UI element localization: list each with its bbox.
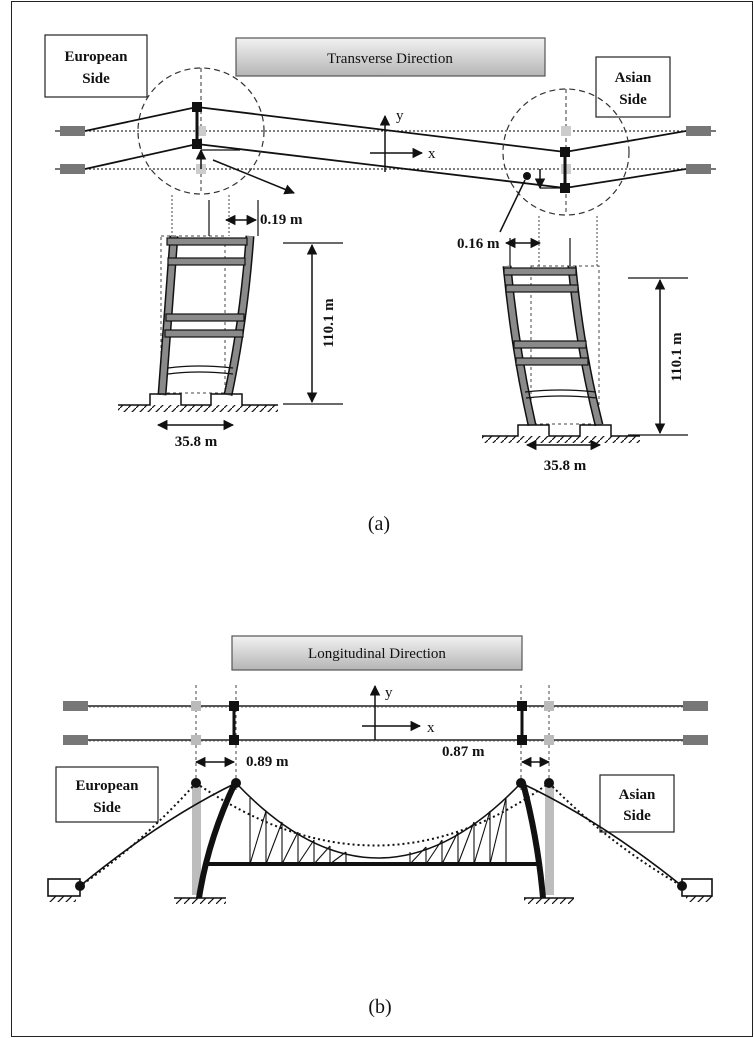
panel-a-asian-label-1: Asian xyxy=(615,70,652,86)
panel-b-european-offset: 0.89 m xyxy=(246,754,289,770)
panel-b-asian-label-2: Side xyxy=(623,808,651,824)
panel-b-title: Longitudinal Direction xyxy=(308,646,446,662)
panel-a-deformed-cable-bottom xyxy=(84,143,687,189)
panel-a-asian-tower xyxy=(482,216,640,443)
panel-b-hangers xyxy=(249,797,507,865)
panel-b-asian-box xyxy=(599,774,675,833)
panel-a-european-pointer xyxy=(212,159,295,195)
panel-b-longitudinal: Longitudinal Direction European Side Asi… xyxy=(47,635,713,1018)
panel-a-deformed-cable-top xyxy=(84,106,687,153)
panel-b-axis-y-label: y xyxy=(385,685,393,701)
panel-a-asian-width: 35.8 m xyxy=(544,458,587,474)
panel-a-asian-detail-circle xyxy=(502,88,630,216)
panel-a-asian-box xyxy=(595,56,671,118)
panel-b-european-label-2: Side xyxy=(93,800,121,816)
panel-a-european-width: 35.8 m xyxy=(175,434,218,450)
panel-a-anchor-left-bottom xyxy=(60,164,85,174)
panel-a-european-box xyxy=(44,34,148,98)
panel-b-axis-x-label: x xyxy=(427,720,435,736)
panel-b-caption: (b) xyxy=(368,996,391,1018)
panel-a-asian-pointer xyxy=(499,179,526,233)
panel-b-original-tower-left xyxy=(192,785,201,895)
panel-a-anchor-left-top xyxy=(60,126,85,136)
panel-a-european-label-1: European xyxy=(64,49,128,65)
panel-b-asian-offset: 0.87 m xyxy=(442,744,485,760)
panel-b-deformed-tower-right xyxy=(520,782,546,899)
panel-b-original-tower-right xyxy=(545,785,554,895)
panel-a-caption: (a) xyxy=(368,513,390,535)
panel-b-main-span-cable xyxy=(235,782,522,859)
panel-a-title: Transverse Direction xyxy=(327,51,453,67)
panel-a-european-detail-circle xyxy=(137,67,265,195)
panel-a-anchor-right-top xyxy=(686,126,711,136)
panel-a-asian-label-2: Side xyxy=(619,92,647,108)
panel-a-asian-offset: 0.16 m xyxy=(457,236,500,252)
panel-a-asian-height: 110.1 m xyxy=(669,332,685,382)
panel-b-title-box xyxy=(231,635,523,671)
panel-b-anchorage-left xyxy=(47,878,81,897)
panel-b-european-label-1: European xyxy=(75,778,139,794)
panel-a-anchor-right-bottom xyxy=(686,164,711,174)
panel-a-european-offset: 0.19 m xyxy=(260,212,303,228)
panel-b-deformed-tower-left xyxy=(196,781,238,899)
panel-a-title-box xyxy=(235,37,546,77)
panel-a-european-tower xyxy=(118,195,278,412)
panel-a-axis-x-label: x xyxy=(428,146,436,162)
panel-a-transverse: Transverse Direction European Side Asian… xyxy=(44,34,716,535)
panel-b-european-box xyxy=(55,766,159,823)
panel-a-axis-y-label: y xyxy=(396,108,404,124)
panel-a-european-height: 110.1 m xyxy=(321,298,337,348)
panel-b-asian-label-1: Asian xyxy=(619,787,656,803)
panel-a-european-label-2: Side xyxy=(82,71,110,87)
figure-frame xyxy=(11,1,753,1037)
